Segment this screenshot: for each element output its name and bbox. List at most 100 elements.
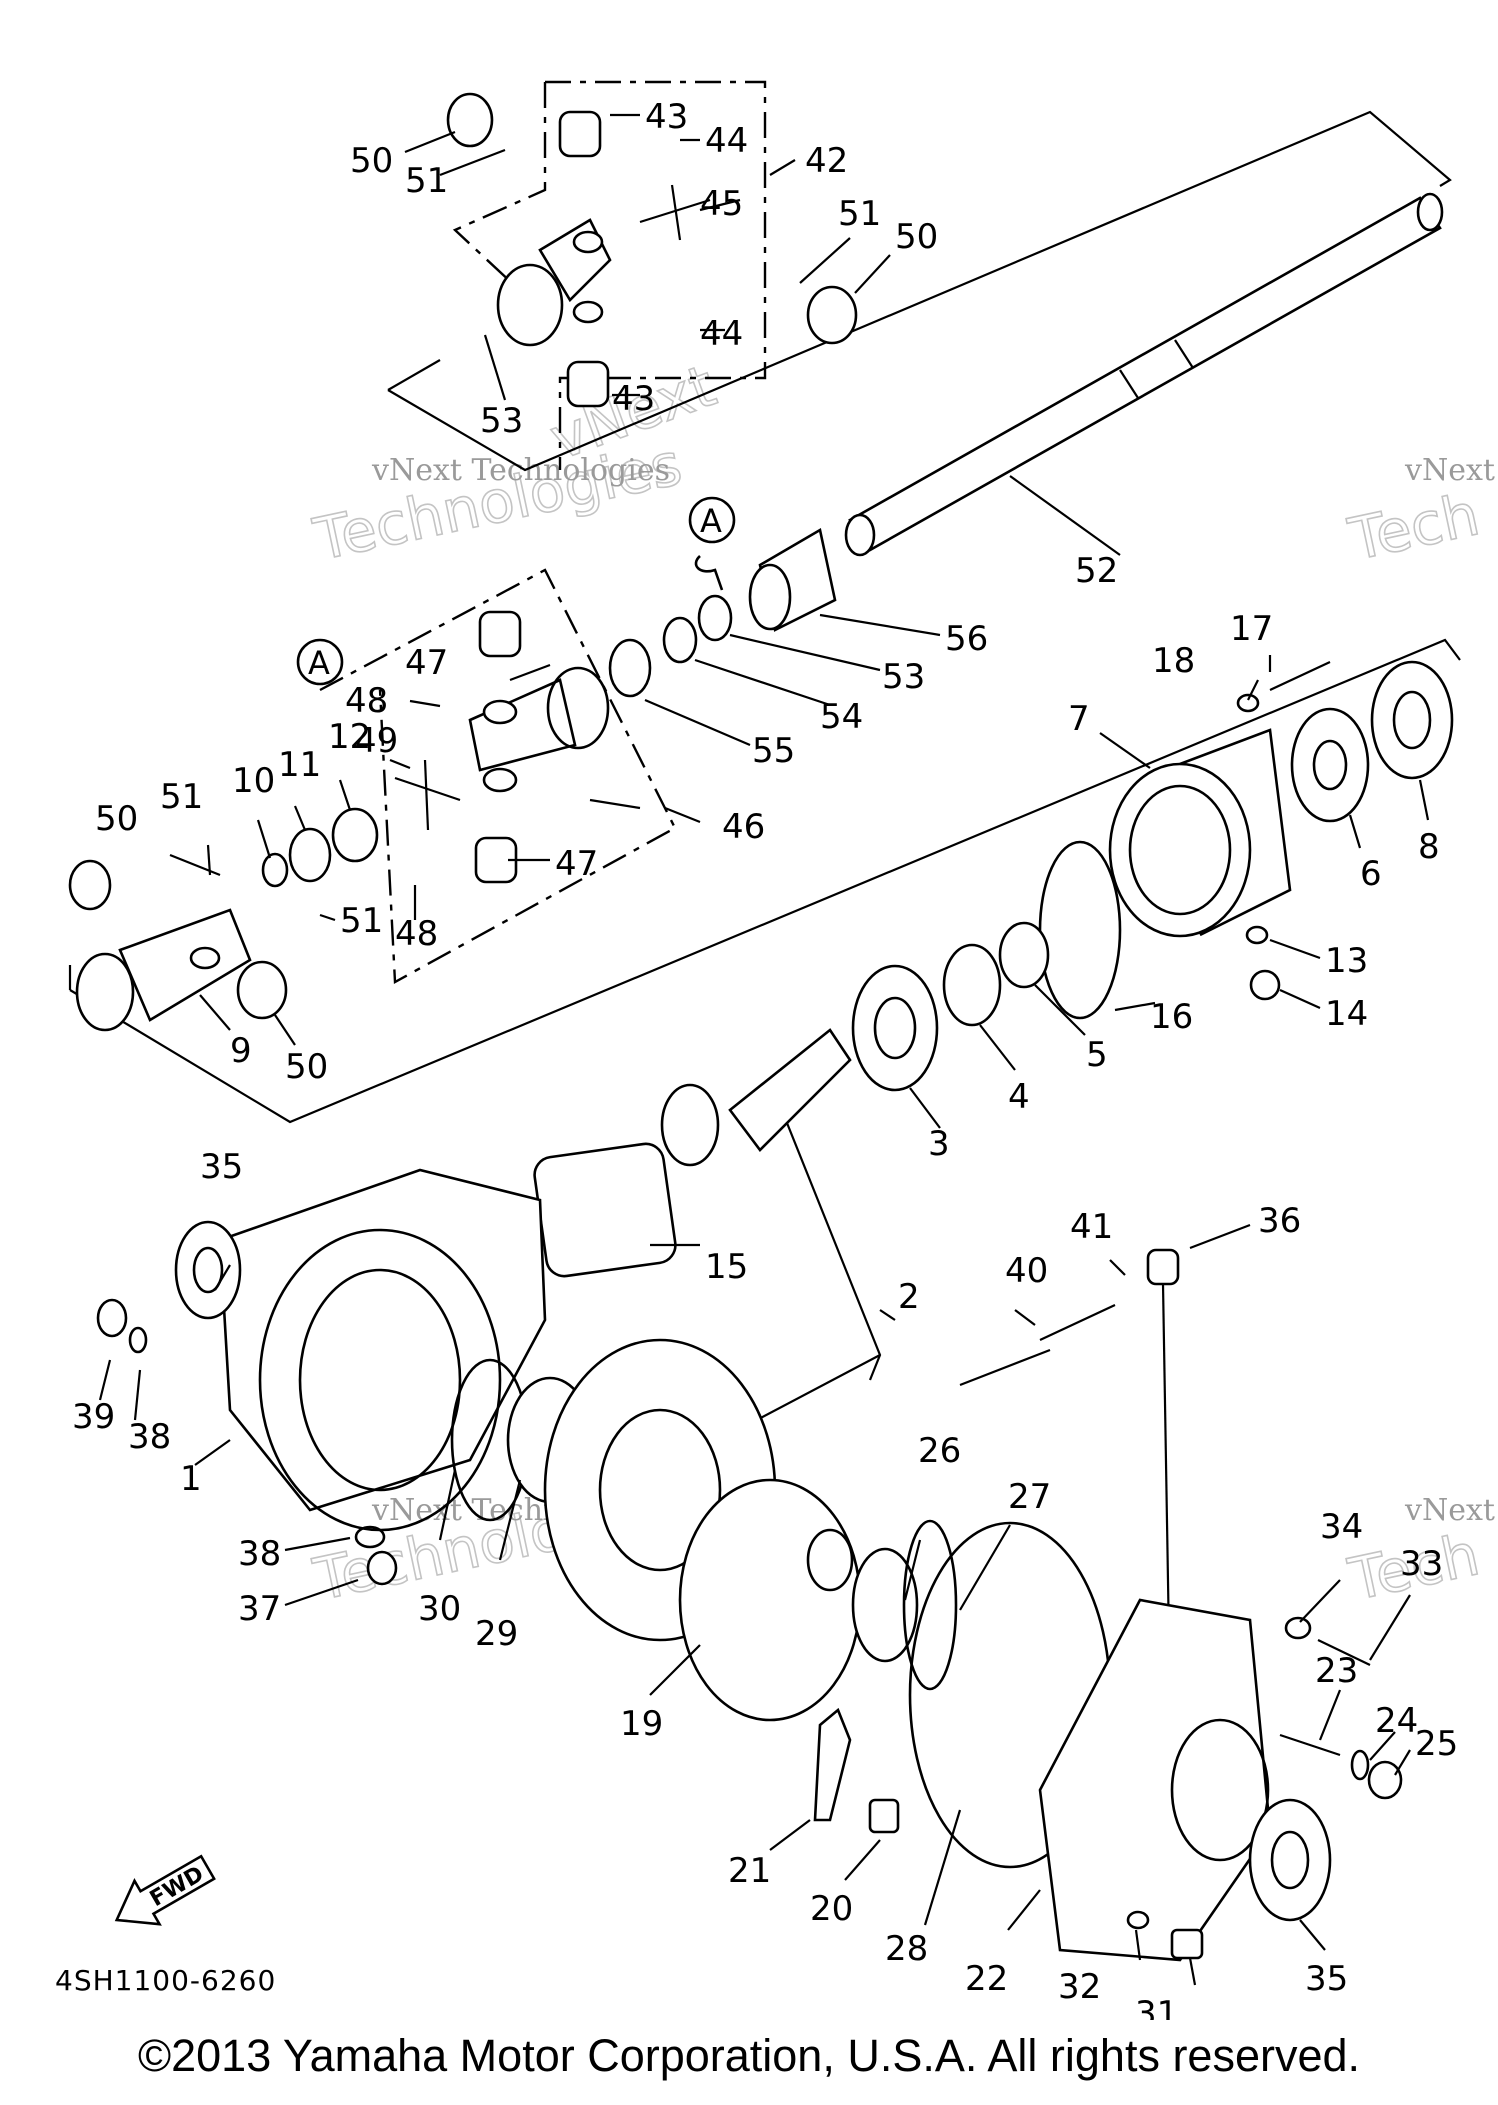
callout-14: 14 <box>1325 994 1368 1034</box>
callout-52: 52 <box>1075 551 1118 591</box>
part-shapes <box>68 92 1454 1962</box>
top-cap-lower <box>566 360 610 408</box>
callout-50d: 50 <box>285 1047 328 1087</box>
callout-43: 43 <box>645 97 688 137</box>
callout-a-top: A <box>700 502 722 540</box>
watermark-small-1: vNext Technologies <box>371 453 670 488</box>
watermark-big-3: Tech <box>1343 480 1485 574</box>
callout-18: 18 <box>1152 641 1195 681</box>
callout-44: 44 <box>705 121 748 161</box>
callout-35: 35 <box>200 1147 243 1187</box>
bearing-housing <box>1108 728 1292 938</box>
bearing-26 <box>851 1547 919 1663</box>
callout-26: 26 <box>918 1431 961 1471</box>
copyright-notice: ©2013 Yamaha Motor Corporation, U.S.A. A… <box>137 2030 1361 2081</box>
oring-10 <box>261 852 289 888</box>
leader-lines <box>98 113 1430 1986</box>
callout-40: 40 <box>1005 1251 1048 1291</box>
callout-36: 36 <box>1258 1201 1301 1241</box>
plug-37 <box>366 1550 398 1586</box>
callout-53: 53 <box>480 401 523 441</box>
oring-16 <box>1038 840 1122 1020</box>
spring <box>608 638 652 698</box>
callout-25: 25 <box>1415 1724 1458 1764</box>
callout-50: 50 <box>350 141 393 181</box>
callout-47b: 47 <box>555 844 598 884</box>
callout-23: 23 <box>1315 1651 1358 1691</box>
breather-36 <box>1146 1248 1180 1286</box>
callout-39: 39 <box>72 1397 115 1437</box>
callout-2: 2 <box>898 1277 920 1317</box>
nut-25 <box>1367 1760 1403 1800</box>
washer-24 <box>1350 1749 1370 1781</box>
callout-51c: 51 <box>160 777 203 817</box>
washer-38-bottom <box>354 1525 386 1549</box>
callout-6: 6 <box>1360 854 1382 894</box>
callout-labels: 1 2 3 4 5 6 7 8 9 10 11 12 13 14 15 16 1… <box>72 97 1458 2020</box>
callout-20: 20 <box>810 1889 853 1929</box>
gear-cover <box>1038 1598 1272 1962</box>
exploded-parts-diagram: Technologies Technologies Tech Tech vNex… <box>55 80 1495 2020</box>
lower-bearing-left <box>68 859 112 911</box>
washer-18 <box>1236 693 1260 713</box>
top-bearing-left <box>446 92 494 148</box>
callout-1: 1 <box>180 1459 202 1499</box>
top-yoke <box>496 218 612 347</box>
callout-45: 45 <box>700 184 743 224</box>
bolt-17 <box>1269 661 1331 691</box>
bearing-3 <box>851 964 939 1092</box>
callout-35b: 35 <box>1305 1959 1348 1999</box>
watermark-small-4: vNext <box>1404 1493 1495 1528</box>
callout-46: 46 <box>722 807 765 847</box>
callout-24: 24 <box>1375 1701 1418 1741</box>
oil-seal-8 <box>1370 660 1454 780</box>
callout-43b: 43 <box>612 379 655 419</box>
lower-yoke <box>75 908 252 1032</box>
callout-44b: 44 <box>700 314 743 354</box>
lower-bearing-right <box>236 960 288 1020</box>
watermark-small-3: vNext <box>1404 453 1495 488</box>
part-code: 4SH1100-6260 <box>55 1964 276 1997</box>
callout-55: 55 <box>752 731 795 771</box>
bolt-14 <box>1249 969 1281 1001</box>
callout-54: 54 <box>820 697 863 737</box>
washer-32 <box>1126 1910 1150 1930</box>
callout-34: 34 <box>1320 1507 1363 1547</box>
callout-7: 7 <box>1068 699 1090 739</box>
bolt-33 <box>1317 1639 1371 1666</box>
drive-shaft <box>844 192 1444 557</box>
callout-8: 8 <box>1418 827 1440 867</box>
lock-washer-21 <box>813 1707 852 1822</box>
callout-38b: 38 <box>238 1534 281 1574</box>
callout-27: 27 <box>1008 1477 1051 1517</box>
callout-17: 17 <box>1230 609 1273 649</box>
oil-seal-35-right <box>1248 1798 1332 1922</box>
washer-38-top <box>128 1326 148 1354</box>
washer <box>662 616 698 664</box>
callout-42: 42 <box>805 141 848 181</box>
top-bearing-right <box>806 285 858 345</box>
callout-12: 12 <box>328 717 371 757</box>
callout-53b: 53 <box>882 657 925 697</box>
callout-4: 4 <box>1008 1077 1030 1117</box>
watermark-big-1: Technologies <box>308 430 688 574</box>
nut-12 <box>331 807 379 863</box>
callout-22: 22 <box>965 1959 1008 1999</box>
callout-19: 19 <box>620 1704 663 1744</box>
callout-a-arrow <box>694 555 724 591</box>
middle-yoke <box>468 666 610 793</box>
top-cap-upper <box>558 110 602 158</box>
callout-38: 38 <box>128 1417 171 1457</box>
callout-48b: 48 <box>395 914 438 954</box>
callout-37: 37 <box>238 1589 281 1629</box>
fwd-arrow: FWD <box>114 1854 216 1926</box>
callout-5: 5 <box>1086 1035 1108 1075</box>
callout-a-circle-left <box>296 638 344 686</box>
shim-27 <box>902 1519 958 1691</box>
callout-49: 49 <box>355 721 398 761</box>
callout-10: 10 <box>232 761 275 801</box>
callout-56: 56 <box>945 619 988 659</box>
bearing-5 <box>998 921 1050 989</box>
callout-3: 3 <box>928 1124 950 1164</box>
dowel-pin-2 <box>1039 1304 1116 1341</box>
